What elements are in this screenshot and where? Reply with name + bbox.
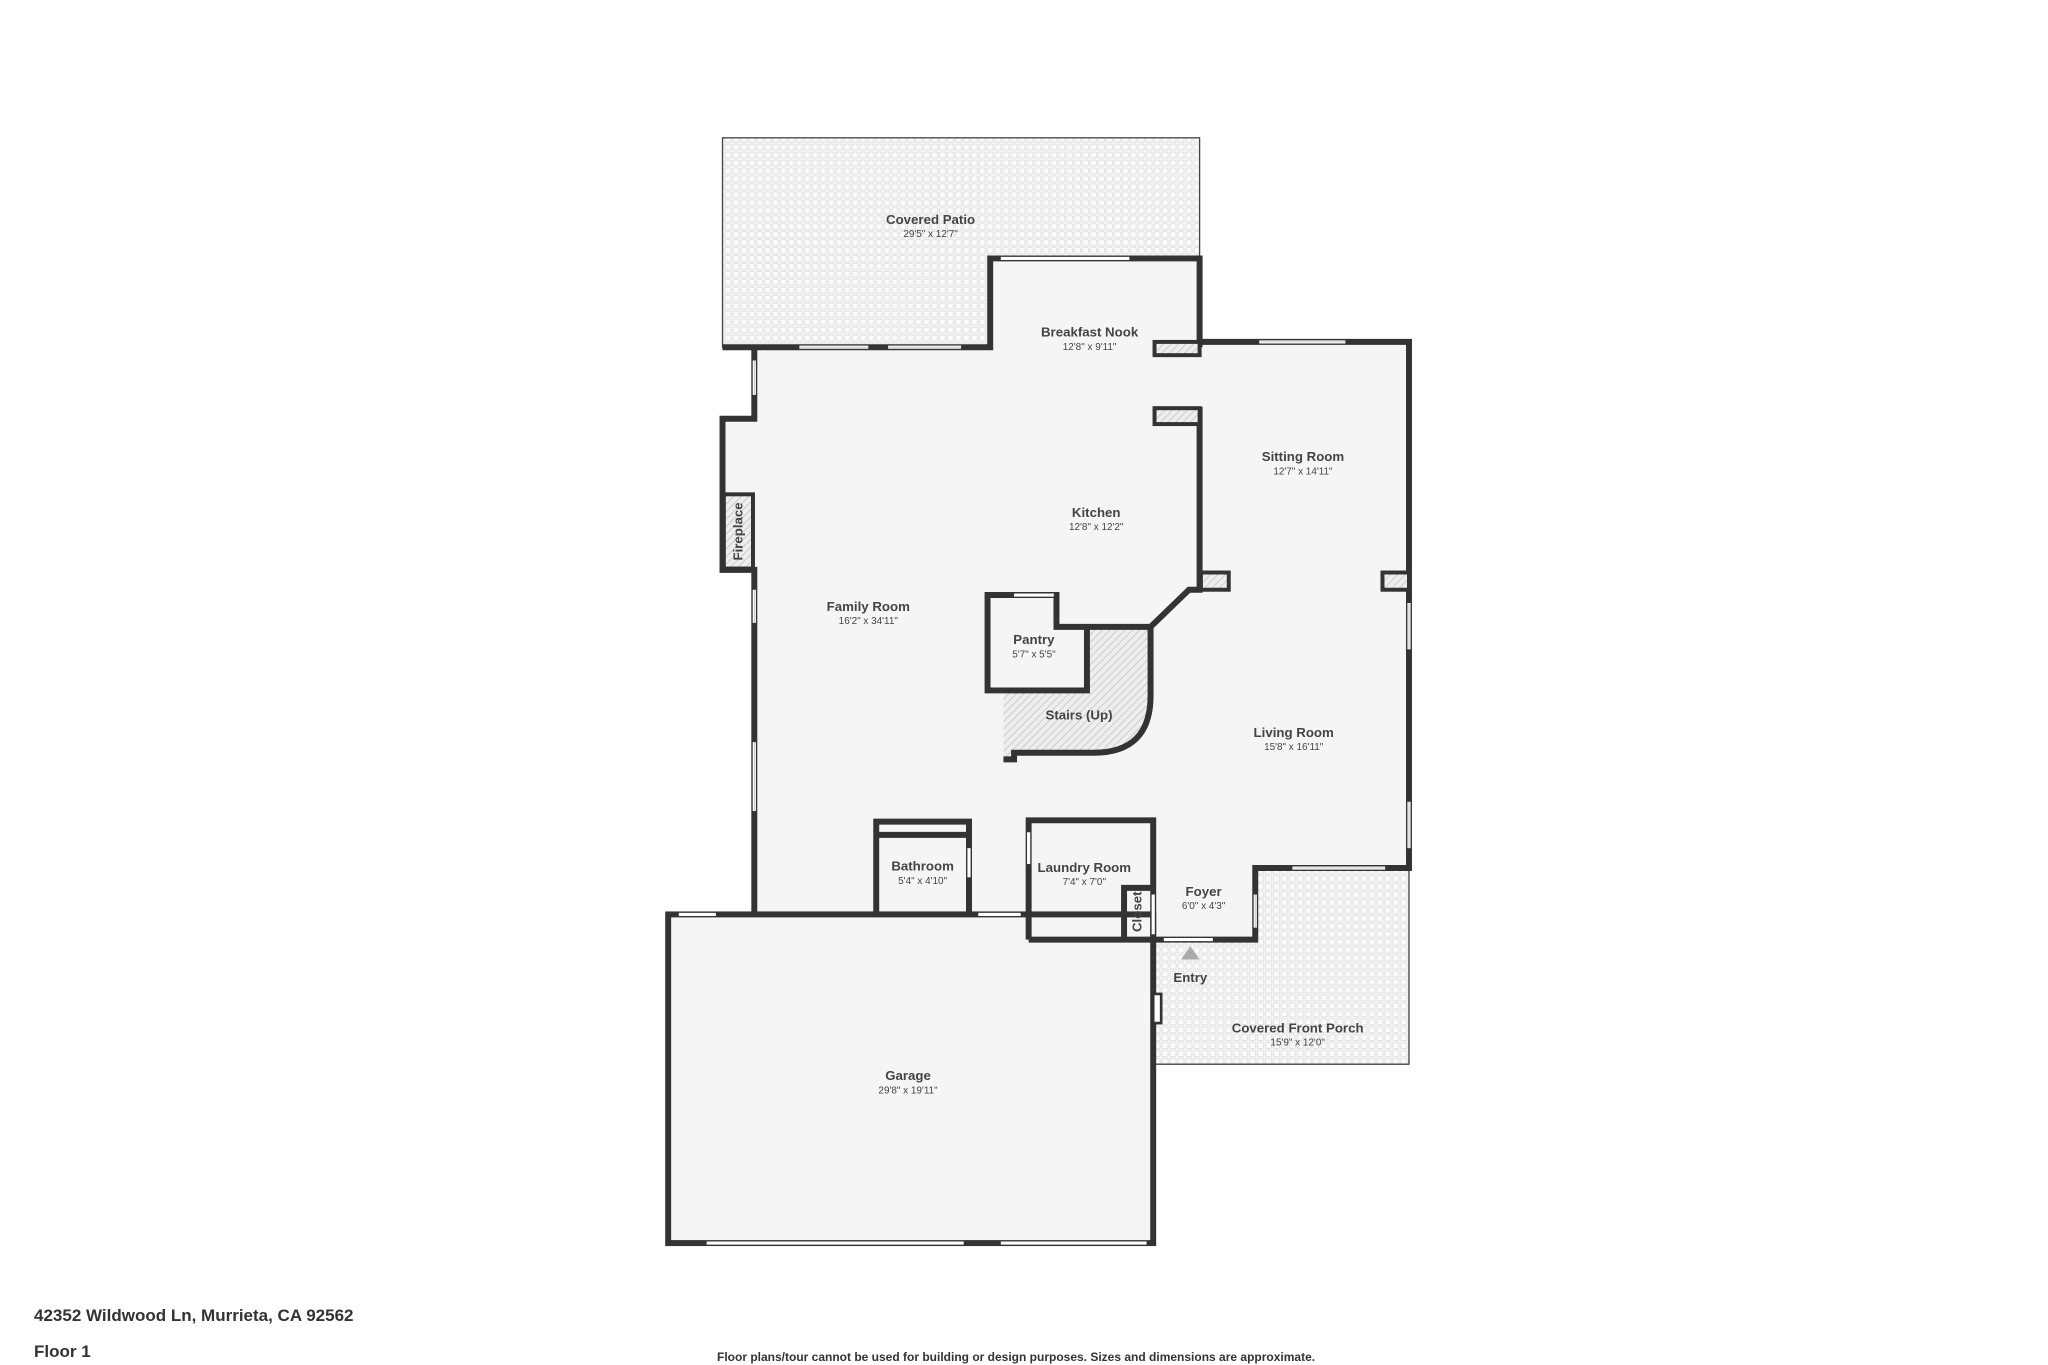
room-name: Laundry Room xyxy=(1038,860,1132,875)
room-name: Covered Front Porch xyxy=(1232,1020,1364,1035)
room-name: Stairs (Up) xyxy=(1045,708,1112,723)
entry-label: Entry xyxy=(1173,970,1208,985)
stairs-wall xyxy=(1003,626,1154,763)
entry-arrow-icon xyxy=(1181,946,1200,960)
room-dims: 5'7" x 5'5" xyxy=(1012,649,1056,660)
windows xyxy=(678,256,1411,1245)
room-name: Garage xyxy=(885,1068,931,1083)
disclaimer: Floor plans/tour cannot be used for buil… xyxy=(717,1350,1316,1364)
room-name: Closet xyxy=(1129,891,1144,932)
room-dims: 12'7" x 14'11" xyxy=(1273,466,1333,477)
room-name: Pantry xyxy=(1013,632,1055,647)
door-stub xyxy=(1151,992,1163,1025)
room-dims: 12'8" x 9'11" xyxy=(1063,342,1117,353)
pillar xyxy=(1152,339,1202,358)
room-dims: 16'2" x 34'11" xyxy=(839,616,899,627)
room-name: Fireplace xyxy=(730,502,745,560)
pillar xyxy=(1380,570,1411,592)
pillar xyxy=(1198,570,1231,592)
room-name: Sitting Room xyxy=(1262,449,1344,464)
room-name: Kitchen xyxy=(1072,505,1121,520)
address: 42352 Wildwood Ln, Murrieta, CA 92562 xyxy=(34,1306,354,1325)
room-dims: 5'4" x 4'10" xyxy=(898,876,947,887)
room-dims: 15'8" x 16'11" xyxy=(1264,742,1324,753)
room-dims: 29'8" x 19'11" xyxy=(878,1085,938,1096)
room-dims: 12'8" x 12'2" xyxy=(1069,522,1124,533)
room-dims: 6'0" x 4'3" xyxy=(1182,901,1226,912)
room-dims: 15'9" x 12'0" xyxy=(1270,1038,1325,1049)
room-name: Foyer xyxy=(1186,884,1222,899)
room-name: Breakfast Nook xyxy=(1041,325,1139,340)
room-name: Family Room xyxy=(827,599,910,614)
fireplace xyxy=(721,492,755,571)
room-dims: 7'4" x 7'0" xyxy=(1063,877,1107,888)
room-name: Covered Patio xyxy=(886,212,975,227)
room-dims: 29'5" x 12'7" xyxy=(903,229,958,240)
room-name: Bathroom xyxy=(891,859,954,874)
floor-label: Floor 1 xyxy=(34,1342,91,1361)
pillar xyxy=(1152,406,1202,427)
room-name: Living Room xyxy=(1254,725,1334,740)
kitchen-divider-wall xyxy=(984,406,1203,694)
